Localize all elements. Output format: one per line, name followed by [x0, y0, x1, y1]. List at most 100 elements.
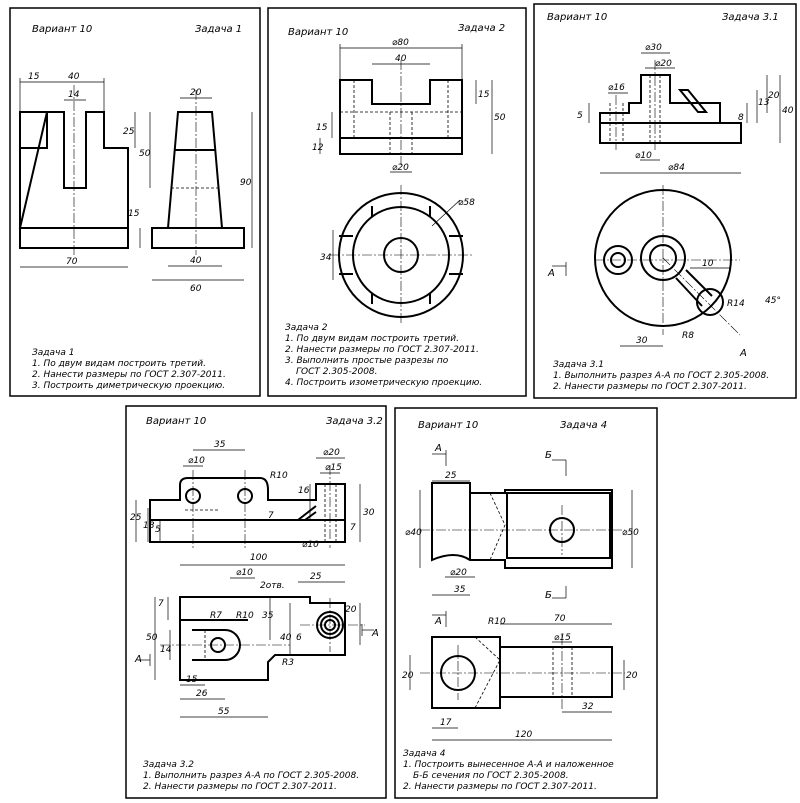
dim-50: 50 — [146, 633, 158, 643]
dim-holes: 2отв. — [260, 581, 285, 591]
dim-18: 18 — [143, 521, 155, 531]
section-label-a: А — [371, 628, 379, 639]
variant-label: Вариант 10 — [547, 12, 607, 23]
task-title: Задача 2 — [285, 323, 328, 333]
dim-80: ⌀80 — [392, 38, 409, 48]
task-line: 1. По двум видам построить третий. — [285, 334, 459, 344]
dim-50: ⌀50 — [622, 528, 639, 538]
task-label: Задача 4 — [560, 420, 607, 431]
dim-15a: 15 — [316, 123, 328, 133]
dim-40: 40 — [68, 72, 80, 82]
dim-20: ⌀20 — [450, 568, 467, 578]
dim-5: 5 — [155, 525, 161, 535]
panel-task-3-2: Вариант 10 Задача 3.2 — [125, 405, 387, 799]
dim-15: ⌀15 — [325, 463, 342, 473]
dim-16: ⌀16 — [608, 83, 625, 93]
section-label-a: А — [434, 443, 442, 454]
variant-label: Вариант 10 — [418, 420, 478, 431]
dim-14: 14 — [68, 90, 80, 100]
dim-20: ⌀20 — [655, 59, 672, 69]
section-label-b: Б — [545, 450, 552, 461]
task-label: Задача 3.2 — [326, 416, 383, 427]
task-label: Задача 3.1 — [722, 12, 779, 23]
task-line: 3. Выполнить простые разрезы по — [285, 356, 449, 366]
shaft-view-1 — [420, 482, 625, 569]
dim-120: 120 — [515, 730, 532, 740]
dim-r10: R10 — [488, 617, 506, 627]
top-view — [330, 185, 472, 325]
panel-border — [267, 7, 527, 397]
task-label: Задача 2 — [458, 23, 505, 34]
dim-15b: 15 — [128, 209, 140, 219]
dim-7: 7 — [268, 511, 274, 521]
front-view — [339, 60, 463, 165]
dim-25: 25 — [123, 127, 135, 137]
dim-r7: R7 — [210, 611, 222, 621]
dim-70: 70 — [554, 614, 566, 624]
task-line: Б-Б сечения по ГОСТ 2.305-2008. — [413, 771, 569, 781]
dim-10b: 10 — [702, 259, 714, 269]
dim-20: ⌀20 — [323, 448, 340, 458]
front-view — [149, 465, 346, 548]
task-line: 3. Построить диметрическую проекцию. — [32, 381, 225, 391]
dim-r14: R14 — [727, 299, 745, 309]
section-label-a: А — [134, 654, 142, 665]
task-line: 4. Построить изометрическую проекцию. — [285, 378, 482, 388]
dim-20b: 20 — [626, 671, 638, 681]
dim-30: 30 — [363, 508, 375, 518]
side-view — [151, 90, 245, 255]
dimension-lines — [409, 450, 633, 741]
variant-label: Вариант 10 — [32, 24, 92, 35]
dim-30b: 30 — [636, 336, 648, 346]
dim-5: 5 — [577, 111, 583, 121]
panel-task-2: Вариант 10 Задача 2 — [267, 7, 527, 397]
dim-7b: 7 — [350, 523, 356, 533]
task-line: 2. Нанести размеры по ГОСТ 2.307-2011. — [285, 345, 479, 355]
section-label-a: А — [434, 616, 442, 627]
dim-20v: 20 — [768, 91, 780, 101]
dim-60: 60 — [190, 284, 202, 294]
task-title: Задача 4 — [403, 749, 446, 759]
dim-55: 55 — [218, 707, 230, 717]
dimension-lines — [319, 44, 493, 280]
dim-7c: 7 — [158, 599, 164, 609]
dim-25b: 25 — [310, 572, 322, 582]
panel-border — [9, 7, 261, 397]
dim-15: ⌀15 — [554, 633, 571, 643]
panel-border — [125, 405, 387, 799]
dim-25: 25 — [445, 471, 457, 481]
dim-15b: 15 — [186, 675, 198, 685]
dim-26: 26 — [196, 689, 208, 699]
dim-35v: 35 — [262, 611, 274, 621]
variant-label: Вариант 10 — [146, 416, 206, 427]
panel-task-1: Вариант 10 Задача 1 — [9, 7, 261, 397]
panel-border — [394, 407, 658, 799]
dim-10: ⌀10 — [188, 456, 205, 466]
dim-20v: 20 — [345, 605, 357, 615]
dim-40b: 40 — [190, 256, 202, 266]
dim-30: ⌀30 — [645, 43, 662, 53]
task-line: 1. По двум видам построить третий. — [32, 359, 206, 369]
dim-90: 90 — [240, 178, 252, 188]
dim-10: ⌀10 — [635, 151, 652, 161]
dim-45: 45° — [765, 296, 781, 306]
shaft-view-2 — [420, 635, 625, 710]
section-label-b: Б — [545, 590, 552, 601]
dim-20: ⌀20 — [392, 163, 409, 173]
dim-50: 50 — [139, 149, 151, 159]
dim-15b: 15 — [478, 90, 490, 100]
dim-40: 40 — [782, 106, 794, 116]
variant-label: Вариант 10 — [288, 27, 348, 38]
dim-13: 13 — [758, 98, 770, 108]
dim-r8: R8 — [682, 331, 694, 341]
task-line: ГОСТ 2.305-2008. — [296, 367, 378, 377]
dim-100: 100 — [250, 553, 267, 563]
dimension-lines — [19, 78, 253, 281]
dim-20: 20 — [190, 88, 202, 98]
section-label-a: А — [547, 268, 555, 279]
dim-35: 35 — [214, 440, 226, 450]
dim-20a: 20 — [402, 671, 414, 681]
dim-35: 35 — [454, 585, 466, 595]
panel-task-4: Вариант 10 Задача 4 — [394, 407, 658, 799]
